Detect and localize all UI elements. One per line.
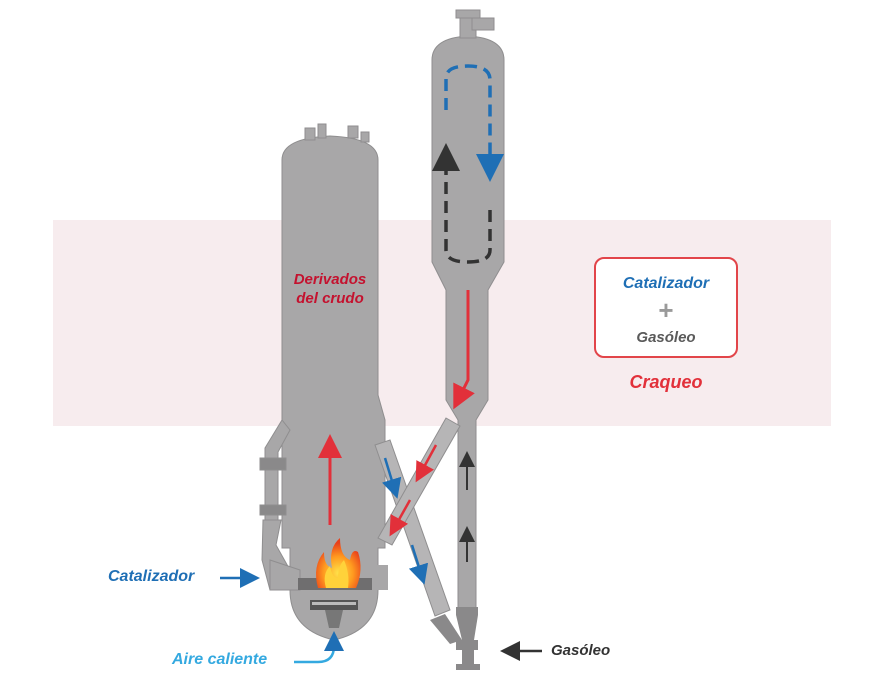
regenerator-side-pipe <box>259 419 301 591</box>
cracking-box: Catalizador + Gasóleo <box>594 257 738 358</box>
box-catalizador-label: Catalizador <box>622 275 710 292</box>
box-plus-label: + <box>658 295 674 325</box>
catalizador-label: Catalizador <box>108 568 195 585</box>
regenerator-outlet-right <box>372 565 388 590</box>
spent-blue-arrow-1 <box>382 457 402 499</box>
crossover-red-arrow-1 <box>415 444 438 483</box>
flame-icon <box>316 538 361 588</box>
reactor-bottom-feed <box>430 614 480 670</box>
craqueo-label: Craqueo <box>629 372 703 392</box>
reactor-red-down-arrow <box>453 290 475 410</box>
box-gasoleo-label: Gasóleo <box>636 329 696 346</box>
reactor-black-loop-arrow <box>432 143 492 264</box>
hot-air-input-arrow <box>294 631 344 664</box>
aire-caliente-label: Aire caliente <box>172 651 268 668</box>
crossover-red-arrow-2 <box>389 499 412 537</box>
spent-blue-arrow-2 <box>408 544 429 585</box>
reactor-blue-loop-arrow <box>444 64 504 182</box>
derivados-label: Derivados del crudo <box>293 271 367 307</box>
riser-flange <box>456 607 478 615</box>
burner-icon <box>310 600 358 628</box>
gasoleo-label: Gasóleo <box>551 642 611 659</box>
